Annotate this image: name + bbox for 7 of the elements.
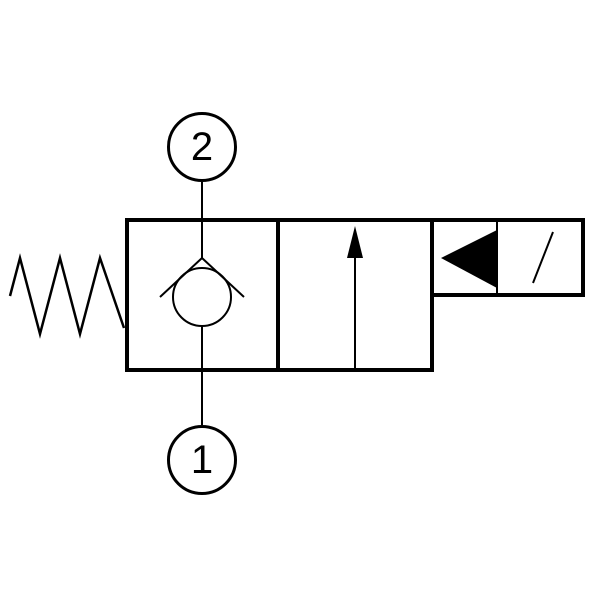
port-number: 1 <box>190 440 214 480</box>
port-circle <box>167 425 237 495</box>
port-line <box>201 182 203 218</box>
port-circle <box>167 112 237 182</box>
port-number: 2 <box>190 127 214 167</box>
port-line <box>201 372 203 425</box>
valve-symbol-drawing <box>125 218 585 372</box>
